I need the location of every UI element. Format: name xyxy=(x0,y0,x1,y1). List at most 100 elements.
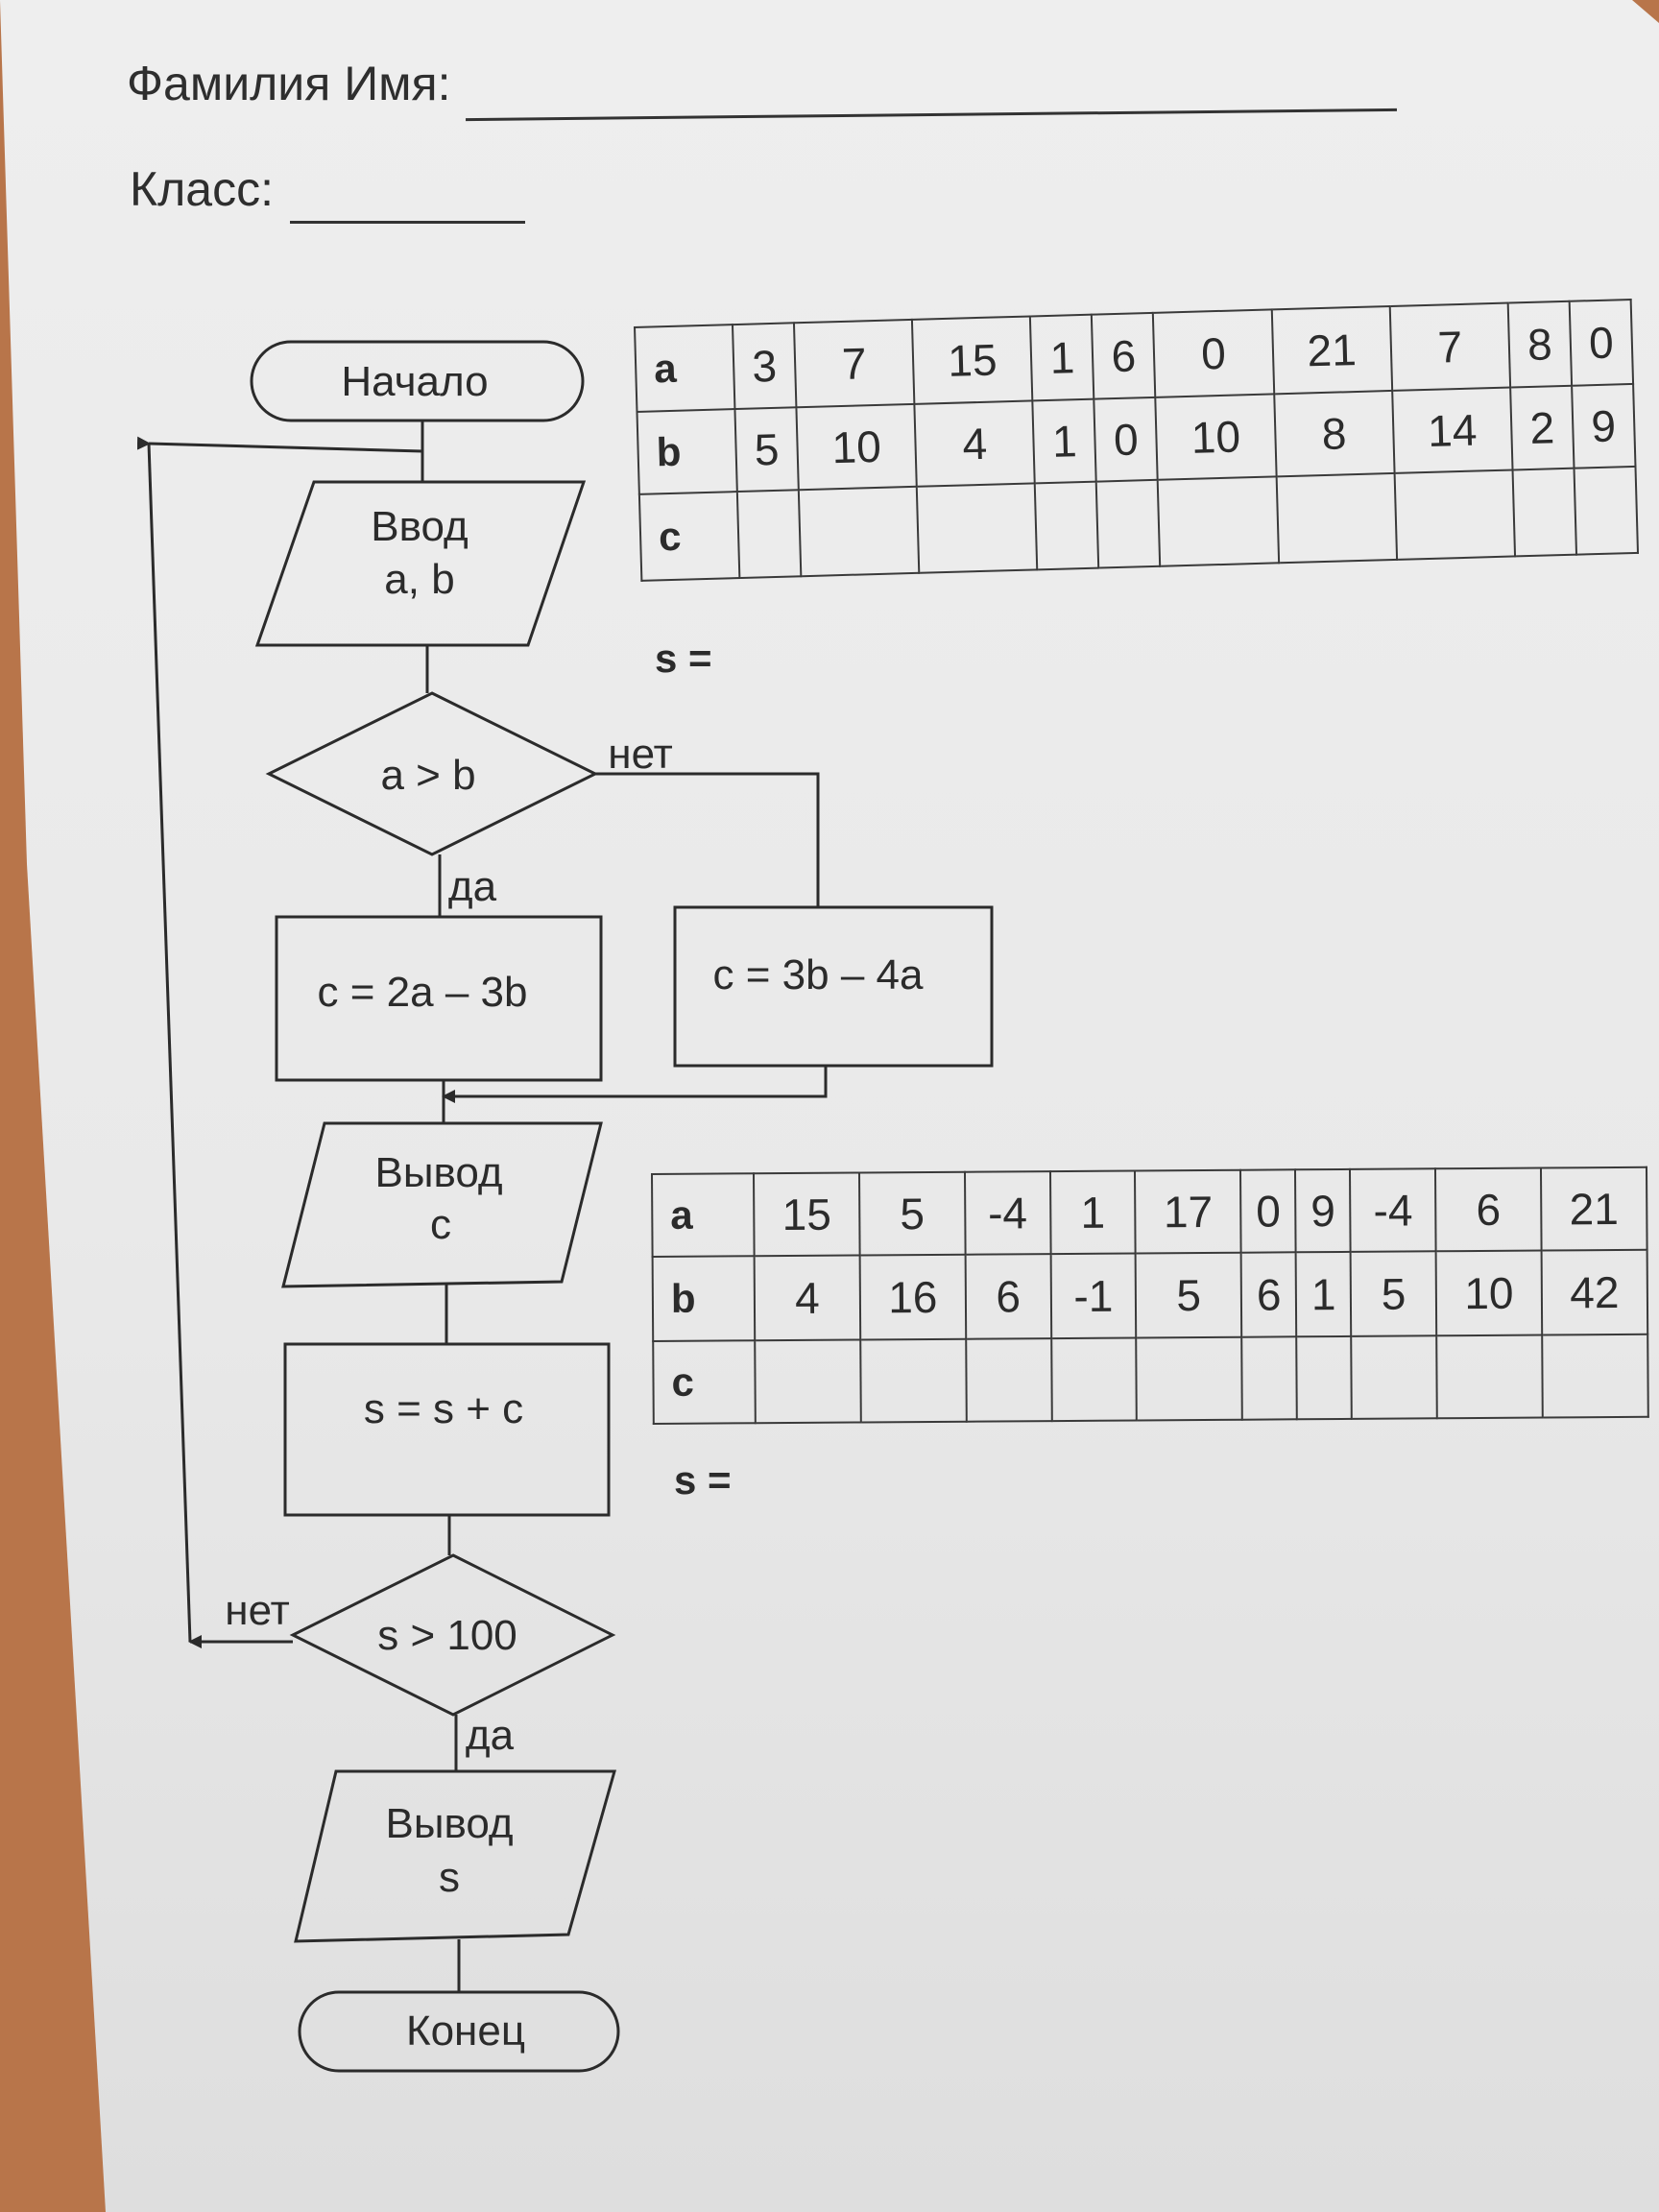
table-cell: 21 xyxy=(1540,1166,1647,1251)
end-text: Конец xyxy=(406,2008,525,2055)
loop-back-top xyxy=(136,436,423,453)
answer-cell[interactable] xyxy=(1574,466,1638,555)
table-cell: 7 xyxy=(793,319,915,408)
answer-cell[interactable] xyxy=(1158,476,1279,566)
table-cell: 14 xyxy=(1391,387,1513,473)
table-cell: 6 xyxy=(965,1254,1051,1339)
answer-cell[interactable] xyxy=(1136,1336,1243,1421)
answer-cell[interactable] xyxy=(1096,479,1161,568)
table-cell: 10 xyxy=(796,403,917,491)
input-ab-parallelogram xyxy=(254,480,587,647)
table-cell: -4 xyxy=(964,1171,1051,1255)
table-cell: 5 xyxy=(858,1171,966,1256)
output-c-parallelogram xyxy=(281,1121,603,1288)
answer-cell[interactable] xyxy=(966,1338,1052,1422)
answer-cell[interactable] xyxy=(1296,1335,1353,1420)
table-cell: 1 xyxy=(1049,1170,1136,1255)
table-row: b 4 16 6 -1 5 6 1 5 10 42 xyxy=(652,1249,1648,1341)
table-cell: 16 xyxy=(859,1254,967,1340)
table-cell: 4 xyxy=(754,1255,861,1341)
output-s-text-line1: Вывод xyxy=(385,1800,513,1847)
answer-cell[interactable] xyxy=(916,483,1038,573)
table-cell: 5 xyxy=(1350,1251,1437,1336)
yes-branch-box xyxy=(275,915,603,1082)
table-cell: 8 xyxy=(1273,390,1395,477)
cond1-diamond xyxy=(265,691,599,856)
answer-cell[interactable] xyxy=(798,486,920,577)
cond1-text: a > b xyxy=(380,752,475,799)
end-terminator xyxy=(298,1990,620,2073)
answer-cell[interactable] xyxy=(755,1339,861,1424)
table-cell: -1 xyxy=(1050,1253,1137,1339)
answer-cell[interactable] xyxy=(1394,469,1516,560)
answer-cell[interactable] xyxy=(860,1338,967,1423)
cond2-text: s > 100 xyxy=(377,1612,517,1659)
answer-cell[interactable] xyxy=(1035,481,1099,570)
output-s-text-line2: s xyxy=(439,1854,460,1901)
start-terminator xyxy=(250,340,585,422)
table-cell: 0 xyxy=(1569,299,1634,386)
cond1-no-label: нет xyxy=(608,731,672,778)
input-text-line2: a, b xyxy=(384,556,454,603)
cond1-yes-label: да xyxy=(448,863,497,910)
table-cell: 5 xyxy=(1135,1252,1242,1338)
table-cell: 10 xyxy=(1155,394,1277,480)
s-label-1: s = xyxy=(655,636,712,681)
cond2-yes-label: да xyxy=(466,1712,515,1759)
table-cell: 6 xyxy=(1435,1167,1542,1252)
connector-cond1-no xyxy=(595,772,820,907)
answer-cell[interactable] xyxy=(1436,1334,1543,1419)
class-field[interactable] xyxy=(290,221,525,224)
row-label: a xyxy=(652,1173,755,1257)
table-cell: 4 xyxy=(914,400,1036,487)
table-cell: 2 xyxy=(1510,385,1575,470)
answer-cell[interactable] xyxy=(1241,1336,1298,1420)
accumulate-text: s = s + c xyxy=(364,1385,523,1432)
row-label: b xyxy=(652,1256,756,1341)
table-cell: 3 xyxy=(732,323,797,410)
answer-cell[interactable] xyxy=(1050,1337,1138,1422)
row-label: c xyxy=(638,492,740,581)
output-c-text-line1: Вывод xyxy=(374,1149,502,1196)
table-cell: 1 xyxy=(1295,1251,1352,1337)
accumulate-box xyxy=(283,1342,611,1517)
table-row: c xyxy=(653,1334,1648,1424)
table-cell: 1 xyxy=(1030,314,1094,401)
table-cell: 6 xyxy=(1092,312,1156,399)
table-cell: 15 xyxy=(754,1172,860,1257)
answer-cell[interactable] xyxy=(1542,1334,1648,1418)
answer-cell[interactable] xyxy=(1351,1335,1437,1419)
output-c-text-line2: c xyxy=(430,1201,451,1248)
answer-cell[interactable] xyxy=(1512,468,1577,557)
table-cell: 9 xyxy=(1295,1168,1351,1253)
row-label: c xyxy=(653,1340,756,1424)
table-cell: 0 xyxy=(1153,309,1274,397)
table-cell: -4 xyxy=(1350,1168,1436,1252)
yes-branch-text: c = 2a – 3b xyxy=(318,969,528,1016)
no-branch-box xyxy=(673,905,994,1068)
row-label: a xyxy=(635,325,735,412)
row-label: b xyxy=(637,409,737,494)
table-cell: 15 xyxy=(912,316,1033,404)
table-cell: 9 xyxy=(1572,383,1636,469)
class-label: Класс: xyxy=(130,162,274,216)
table-cell: 17 xyxy=(1135,1169,1241,1254)
connector-merge xyxy=(442,1066,828,1103)
answer-cell[interactable] xyxy=(1276,472,1397,564)
table-cell: 42 xyxy=(1541,1249,1648,1335)
trace-table-2: a 15 5 -4 1 17 0 9 -4 6 21 b 4 16 6 -1 5… xyxy=(651,1166,1649,1425)
table-cell: 0 xyxy=(1240,1169,1296,1253)
start-text: Начало xyxy=(341,358,488,405)
table-cell: 5 xyxy=(734,407,799,493)
no-branch-text: c = 3b – 4a xyxy=(713,951,924,998)
cond2-diamond xyxy=(289,1553,616,1717)
cond2-no-label: нет xyxy=(225,1587,289,1634)
table-row: a 15 5 -4 1 17 0 9 -4 6 21 xyxy=(652,1166,1647,1257)
answer-cell[interactable] xyxy=(736,490,802,579)
table-cell: 6 xyxy=(1240,1252,1297,1337)
table-cell: 1 xyxy=(1032,398,1097,484)
table-cell: 21 xyxy=(1271,306,1392,395)
input-text-line1: Ввод xyxy=(371,503,468,550)
